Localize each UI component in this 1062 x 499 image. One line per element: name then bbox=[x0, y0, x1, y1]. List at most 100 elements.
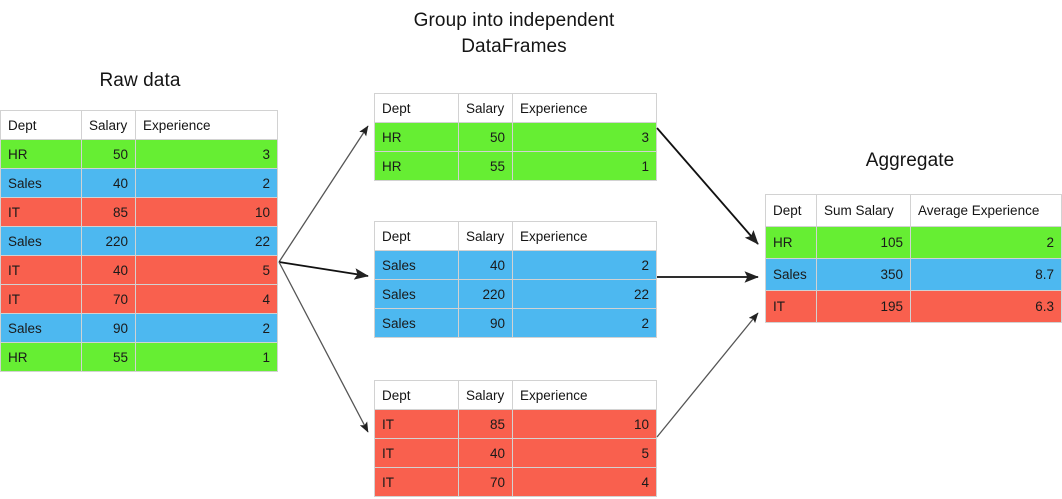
table-row: IT 85 10 bbox=[0, 197, 278, 227]
cell-dept: HR bbox=[0, 342, 82, 372]
table-header-row: Dept Salary Experience bbox=[0, 110, 278, 140]
arrow-it-to-aggregate bbox=[656, 312, 759, 438]
cell-dept: IT bbox=[0, 255, 82, 285]
cell-salary: 55 bbox=[81, 342, 136, 372]
cell-sum-salary: 105 bbox=[816, 226, 911, 259]
raw-data-table: Dept Salary Experience HR 50 3 Sales 40 … bbox=[0, 110, 278, 372]
table-row: IT 70 4 bbox=[0, 284, 278, 314]
column-header-dept: Dept bbox=[374, 221, 459, 251]
cell-experience: 22 bbox=[512, 279, 657, 309]
cell-experience: 5 bbox=[512, 438, 657, 468]
cell-experience: 1 bbox=[135, 342, 278, 372]
cell-experience: 22 bbox=[135, 226, 278, 256]
cell-dept: Sales bbox=[374, 308, 459, 338]
column-header-average-experience: Average Experience bbox=[910, 194, 1062, 227]
table-row: IT 40 5 bbox=[374, 438, 657, 468]
diagram-title-group: Group into independent DataFrames bbox=[413, 10, 615, 57]
cell-dept: IT bbox=[0, 284, 82, 314]
cell-experience: 3 bbox=[135, 139, 278, 169]
cell-salary: 40 bbox=[458, 250, 513, 280]
group-table-sales: Dept Salary Experience Sales 40 2 Sales … bbox=[374, 221, 657, 338]
table-row: Sales 90 2 bbox=[0, 313, 278, 343]
column-header-salary: Salary bbox=[458, 221, 513, 251]
cell-dept: Sales bbox=[765, 258, 817, 291]
column-header-experience: Experience bbox=[135, 110, 278, 140]
cell-experience: 3 bbox=[512, 122, 657, 152]
cell-experience: 4 bbox=[135, 284, 278, 314]
table-row: HR 55 1 bbox=[0, 342, 278, 372]
table-header-row: Dept Salary Experience bbox=[374, 93, 657, 123]
table-row: IT 70 4 bbox=[374, 467, 657, 497]
diagram-title-aggregate: Aggregate bbox=[865, 150, 955, 171]
table-row: Sales 40 2 bbox=[0, 168, 278, 198]
cell-salary: 70 bbox=[458, 467, 513, 497]
table-header-row: Dept Salary Experience bbox=[374, 221, 657, 251]
aggregate-table: Dept Sum Salary Average Experience HR 10… bbox=[765, 194, 1062, 323]
table-row: Sales 220 22 bbox=[0, 226, 278, 256]
arrow-raw-to-sales bbox=[278, 261, 369, 280]
arrow-raw-to-it bbox=[278, 261, 369, 433]
cell-salary: 55 bbox=[458, 151, 513, 181]
table-row: HR 55 1 bbox=[374, 151, 657, 181]
column-header-salary: Salary bbox=[458, 380, 513, 410]
cell-salary: 50 bbox=[81, 139, 136, 169]
table-header-row: Dept Salary Experience bbox=[374, 380, 657, 410]
cell-dept: IT bbox=[0, 197, 82, 227]
cell-salary: 70 bbox=[81, 284, 136, 314]
cell-sum-salary: 195 bbox=[816, 290, 911, 323]
cell-salary: 90 bbox=[81, 313, 136, 343]
cell-salary: 90 bbox=[458, 308, 513, 338]
column-header-dept: Dept bbox=[374, 380, 459, 410]
group-table-it: Dept Salary Experience IT 85 10 IT 40 5 … bbox=[374, 380, 657, 497]
cell-experience: 2 bbox=[135, 313, 278, 343]
table-row: IT 40 5 bbox=[0, 255, 278, 285]
cell-experience: 2 bbox=[512, 308, 657, 338]
cell-salary: 85 bbox=[458, 409, 513, 439]
arrow-hr-to-aggregate bbox=[656, 127, 759, 245]
table-row: IT 195 6.3 bbox=[765, 290, 1062, 323]
column-header-sum-salary: Sum Salary bbox=[816, 194, 911, 227]
column-header-experience: Experience bbox=[512, 221, 657, 251]
arrow-raw-to-hr bbox=[278, 125, 369, 263]
cell-experience: 2 bbox=[512, 250, 657, 280]
cell-dept: IT bbox=[374, 438, 459, 468]
cell-avg-experience: 6.3 bbox=[910, 290, 1062, 323]
cell-dept: HR bbox=[765, 226, 817, 259]
cell-experience: 1 bbox=[512, 151, 657, 181]
cell-salary: 50 bbox=[458, 122, 513, 152]
column-header-dept: Dept bbox=[0, 110, 82, 140]
cell-dept: HR bbox=[0, 139, 82, 169]
column-header-salary: Salary bbox=[458, 93, 513, 123]
table-row: Sales 220 22 bbox=[374, 279, 657, 309]
diagram-title-raw-data: Raw data bbox=[99, 70, 181, 91]
cell-experience: 2 bbox=[135, 168, 278, 198]
cell-dept: HR bbox=[374, 122, 459, 152]
column-header-salary: Salary bbox=[81, 110, 136, 140]
cell-dept: Sales bbox=[0, 226, 82, 256]
cell-dept: Sales bbox=[0, 168, 82, 198]
cell-avg-experience: 8.7 bbox=[910, 258, 1062, 291]
column-header-experience: Experience bbox=[512, 380, 657, 410]
group-table-hr: Dept Salary Experience HR 50 3 HR 55 1 bbox=[374, 93, 657, 181]
cell-experience: 10 bbox=[512, 409, 657, 439]
table-header-row: Dept Sum Salary Average Experience bbox=[765, 194, 1062, 227]
cell-dept: Sales bbox=[0, 313, 82, 343]
column-header-experience: Experience bbox=[512, 93, 657, 123]
table-row: IT 85 10 bbox=[374, 409, 657, 439]
cell-salary: 40 bbox=[81, 168, 136, 198]
cell-salary: 40 bbox=[458, 438, 513, 468]
cell-dept: Sales bbox=[374, 250, 459, 280]
cell-experience: 4 bbox=[512, 467, 657, 497]
cell-avg-experience: 2 bbox=[910, 226, 1062, 259]
table-row: HR 50 3 bbox=[0, 139, 278, 169]
column-header-dept: Dept bbox=[374, 93, 459, 123]
cell-sum-salary: 350 bbox=[816, 258, 911, 291]
cell-dept: HR bbox=[374, 151, 459, 181]
cell-dept: IT bbox=[765, 290, 817, 323]
table-row: Sales 350 8.7 bbox=[765, 258, 1062, 291]
cell-experience: 10 bbox=[135, 197, 278, 227]
column-header-dept: Dept bbox=[765, 194, 817, 227]
cell-dept: IT bbox=[374, 467, 459, 497]
cell-dept: Sales bbox=[374, 279, 459, 309]
